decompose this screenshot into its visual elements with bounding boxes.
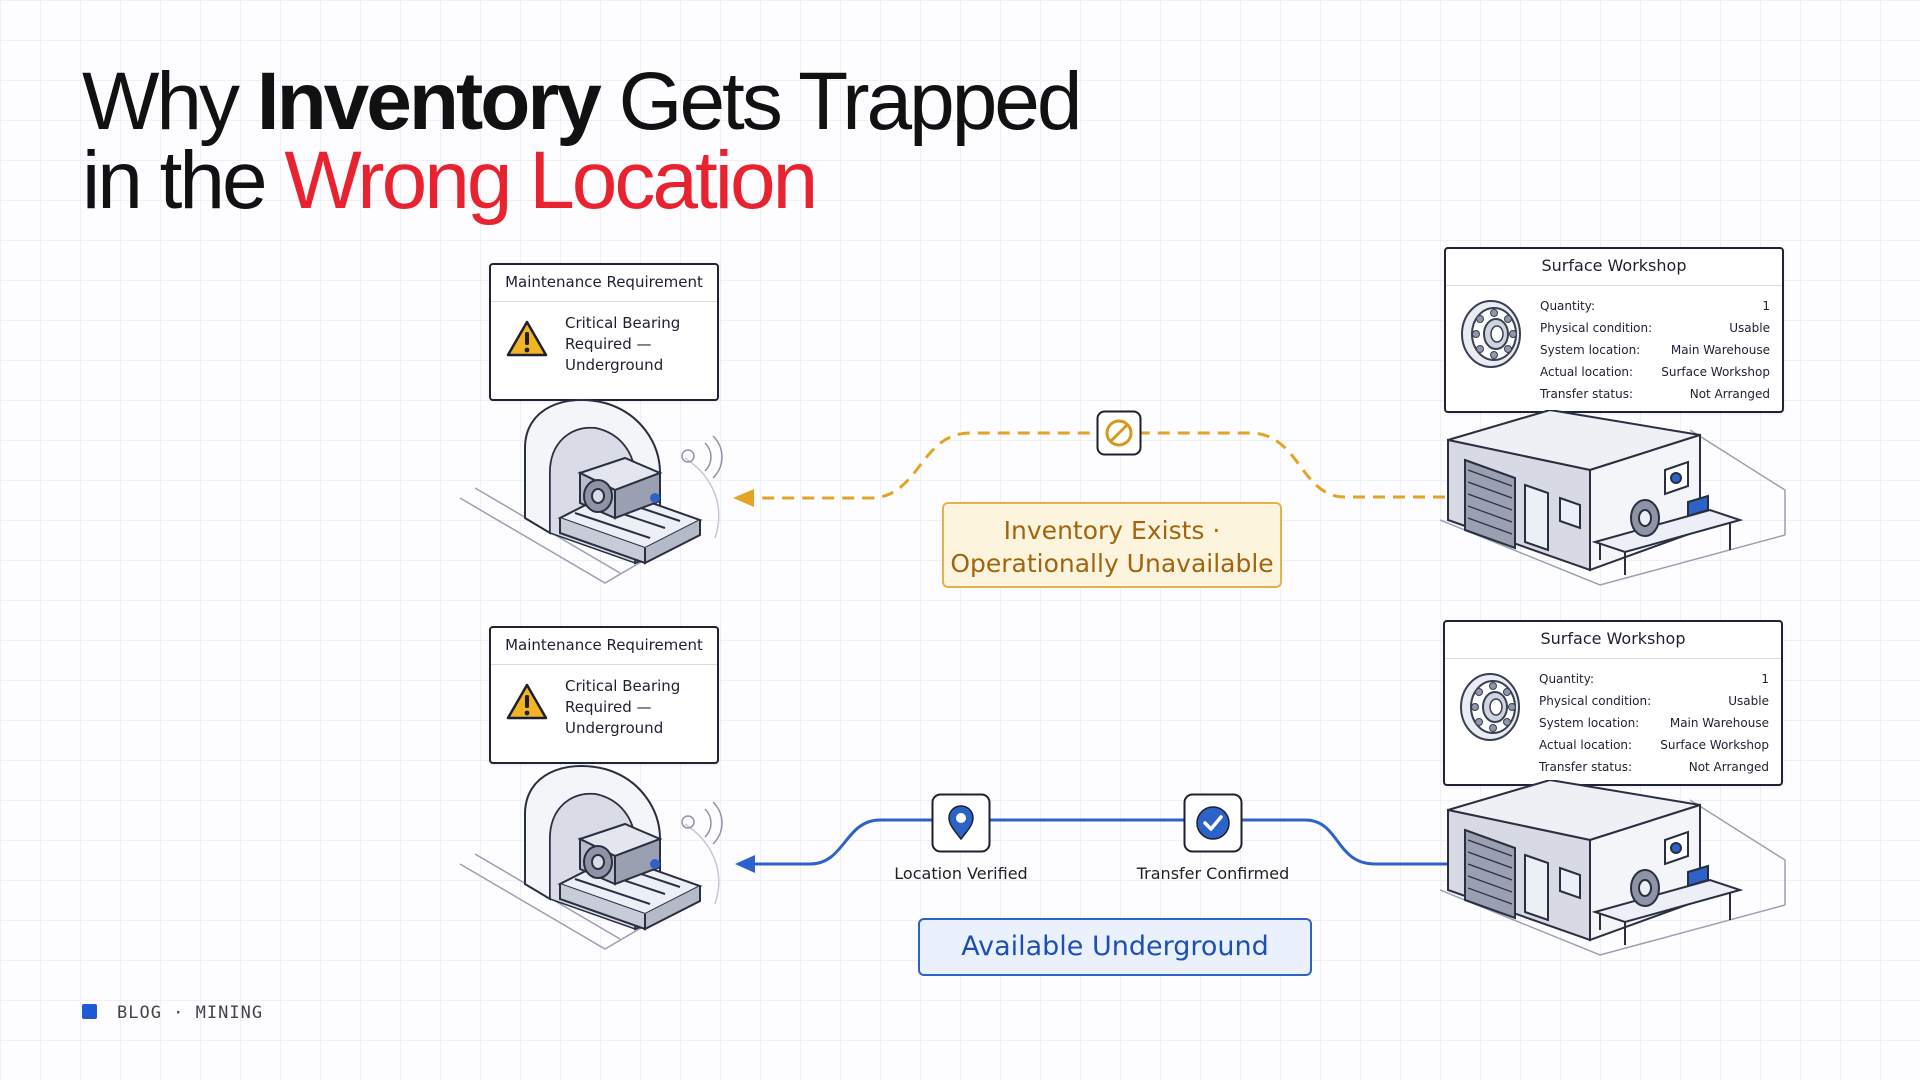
inventory-details: Quantity:1 Physical condition:Usable Sys…: [1539, 668, 1769, 778]
title-line-2: in the Wrong Location: [82, 135, 818, 226]
blocked-arrowhead: [733, 489, 754, 507]
warning-triangle-icon: [506, 320, 548, 357]
available-banner: Available Underground: [918, 918, 1312, 976]
detail-row: Actual location:Surface Workshop: [1539, 738, 1769, 752]
inventory-card-bottom: Surface Workshop Quantity:1 Physical con…: [1443, 620, 1783, 786]
available-transfer-path: [748, 818, 1448, 866]
requirement-card-top: Maintenance Requirement Critical Bearing…: [489, 263, 719, 401]
detail-row: Transfer status:Not Arranged: [1540, 387, 1770, 401]
inventory-card-top: Surface Workshop Quantity:1 Physical con…: [1444, 247, 1784, 413]
detail-row: Transfer status:Not Arranged: [1539, 760, 1769, 774]
detail-row: System location:Main Warehouse: [1540, 343, 1770, 357]
workshop-illustration-top: [1440, 410, 1786, 586]
footer-text: BLOG · MINING: [117, 1003, 264, 1023]
requirement-card-bottom: Maintenance Requirement Critical Bearing…: [489, 626, 719, 764]
available-arrowhead: [735, 855, 755, 873]
title-line-1: Why Inventory Gets Trapped: [82, 56, 1083, 147]
requirement-heading: Maintenance Requirement: [491, 628, 717, 665]
footer-tag: BLOG · MINING: [82, 1002, 263, 1024]
step-label-transfer-confirmed: Transfer Confirmed: [1136, 864, 1290, 883]
workshop-illustration-bottom: [1440, 780, 1786, 956]
requirement-text: Critical Bearing Required — Underground: [565, 314, 681, 374]
tunnel-illustration-top: [459, 399, 723, 584]
requirement-text: Critical Bearing Required — Underground: [565, 677, 681, 737]
detail-row: Physical condition:Usable: [1539, 694, 1769, 708]
inventory-heading: Surface Workshop: [1445, 622, 1781, 659]
blocked-transfer-path: [745, 431, 1445, 500]
step-label-location-verified: Location Verified: [894, 864, 1028, 883]
requirement-heading: Maintenance Requirement: [491, 265, 717, 302]
detail-row: Actual location:Surface Workshop: [1540, 365, 1770, 379]
bearing-icon: [1461, 300, 1521, 368]
title-emphasis: Inventory: [256, 56, 602, 147]
unavailable-banner: Inventory Exists · Operationally Unavail…: [942, 502, 1282, 588]
inventory-heading: Surface Workshop: [1446, 249, 1782, 286]
detail-row: System location:Main Warehouse: [1539, 716, 1769, 730]
check-circle-icon: [1183, 793, 1243, 853]
detail-row: Physical condition:Usable: [1540, 321, 1770, 335]
detail-row: Quantity:1: [1540, 299, 1770, 313]
title-highlight: Wrong Location: [284, 135, 818, 226]
location-pin-icon: [931, 793, 991, 853]
warning-triangle-icon: [506, 683, 548, 720]
inventory-details: Quantity:1 Physical condition:Usable Sys…: [1540, 295, 1770, 405]
tunnel-illustration-bottom: [459, 765, 723, 950]
detail-row: Quantity:1: [1539, 672, 1769, 686]
brand-square-icon: [82, 1004, 97, 1019]
bearing-icon: [1460, 673, 1520, 741]
page-title: Why Inventory Gets Trapped in the Wrong …: [82, 61, 1083, 222]
blocked-icon: [1096, 410, 1142, 456]
